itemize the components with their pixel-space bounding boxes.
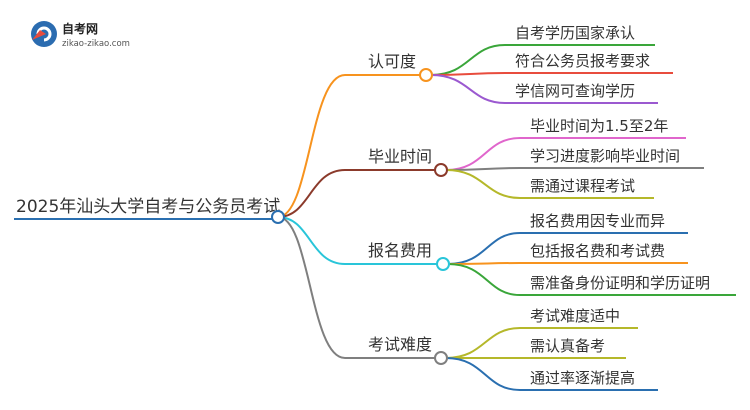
junction-circle-1 [434, 163, 448, 177]
branch-label-0[interactable]: 认可度 [368, 52, 416, 71]
leaf-label-3-0[interactable]: 考试难度适中 [530, 307, 620, 325]
branch-label-3[interactable]: 考试难度 [368, 335, 432, 354]
connector-leaf-0-1 [430, 72, 673, 76]
connector-branch-0 [277, 74, 425, 218]
connector-leaf-1-2 [445, 169, 654, 199]
leaf-label-3-2[interactable]: 通过率逐渐提高 [530, 369, 635, 387]
connector-branch-1 [277, 169, 440, 218]
leaf-label-0-0[interactable]: 自考学历国家承认 [515, 24, 635, 42]
root-node[interactable]: 2025年汕头大学自考与公务员考试 [14, 197, 280, 220]
leaf-label-1-2[interactable]: 需通过课程考试 [530, 177, 635, 195]
leaf-label-2-0[interactable]: 报名费用因专业而异 [530, 212, 665, 230]
branch-labels: 认可度 毕业时间 报名费用 考试难度 [368, 52, 432, 354]
connector-leaf-1-1 [445, 167, 704, 171]
branch-label-2[interactable]: 报名费用 [368, 241, 432, 260]
connector-leaf-2-0 [447, 232, 688, 265]
logo-icon [31, 21, 57, 47]
connector-leaf-0-2 [430, 74, 658, 104]
junction-nodes [271, 68, 450, 365]
connector-leaf-2-2 [447, 263, 736, 296]
leaf-label-1-1[interactable]: 学习进度影响毕业时间 [530, 147, 680, 165]
connector-leaf-0-0 [430, 44, 655, 76]
leaf-label-1-0[interactable]: 毕业时间为1.5至2年 [530, 117, 668, 135]
logo-subtitle: zikao-zikao.com [62, 39, 130, 49]
connector-leaf-3-2 [445, 357, 658, 391]
branch-connectors [277, 74, 442, 359]
root-junction-circle [271, 210, 285, 224]
leaf-label-3-1[interactable]: 需认真备考 [530, 337, 605, 355]
leaf-label-2-2[interactable]: 需准备身份证明和学历证明 [530, 274, 710, 292]
junction-circle-0 [419, 68, 433, 82]
connector-branch-2 [277, 216, 442, 265]
root-label: 2025年汕头大学自考与公务员考试 [16, 197, 280, 217]
leaf-connectors [430, 44, 736, 391]
connector-leaf-1-0 [445, 137, 686, 171]
leaf-label-0-1[interactable]: 符合公务员报考要求 [515, 52, 650, 70]
junction-circle-3 [434, 351, 448, 365]
connector-leaf-3-0 [445, 327, 638, 359]
logo-title: 自考网 [62, 21, 98, 36]
leaf-label-2-1[interactable]: 包括报名费和考试费 [530, 242, 665, 260]
connector-leaf-2-1 [447, 262, 688, 265]
connector-branch-3 [277, 216, 440, 359]
leaf-label-0-2[interactable]: 学信网可查询学历 [515, 82, 635, 100]
junction-circle-2 [436, 257, 450, 271]
branch-label-1[interactable]: 毕业时间 [368, 147, 432, 166]
logo: 自考网 zikao-zikao.com [31, 21, 130, 49]
leaf-labels: 自考学历国家承认 符合公务员报考要求 学信网可查询学历 毕业时间为1.5至2年 … [515, 24, 710, 387]
